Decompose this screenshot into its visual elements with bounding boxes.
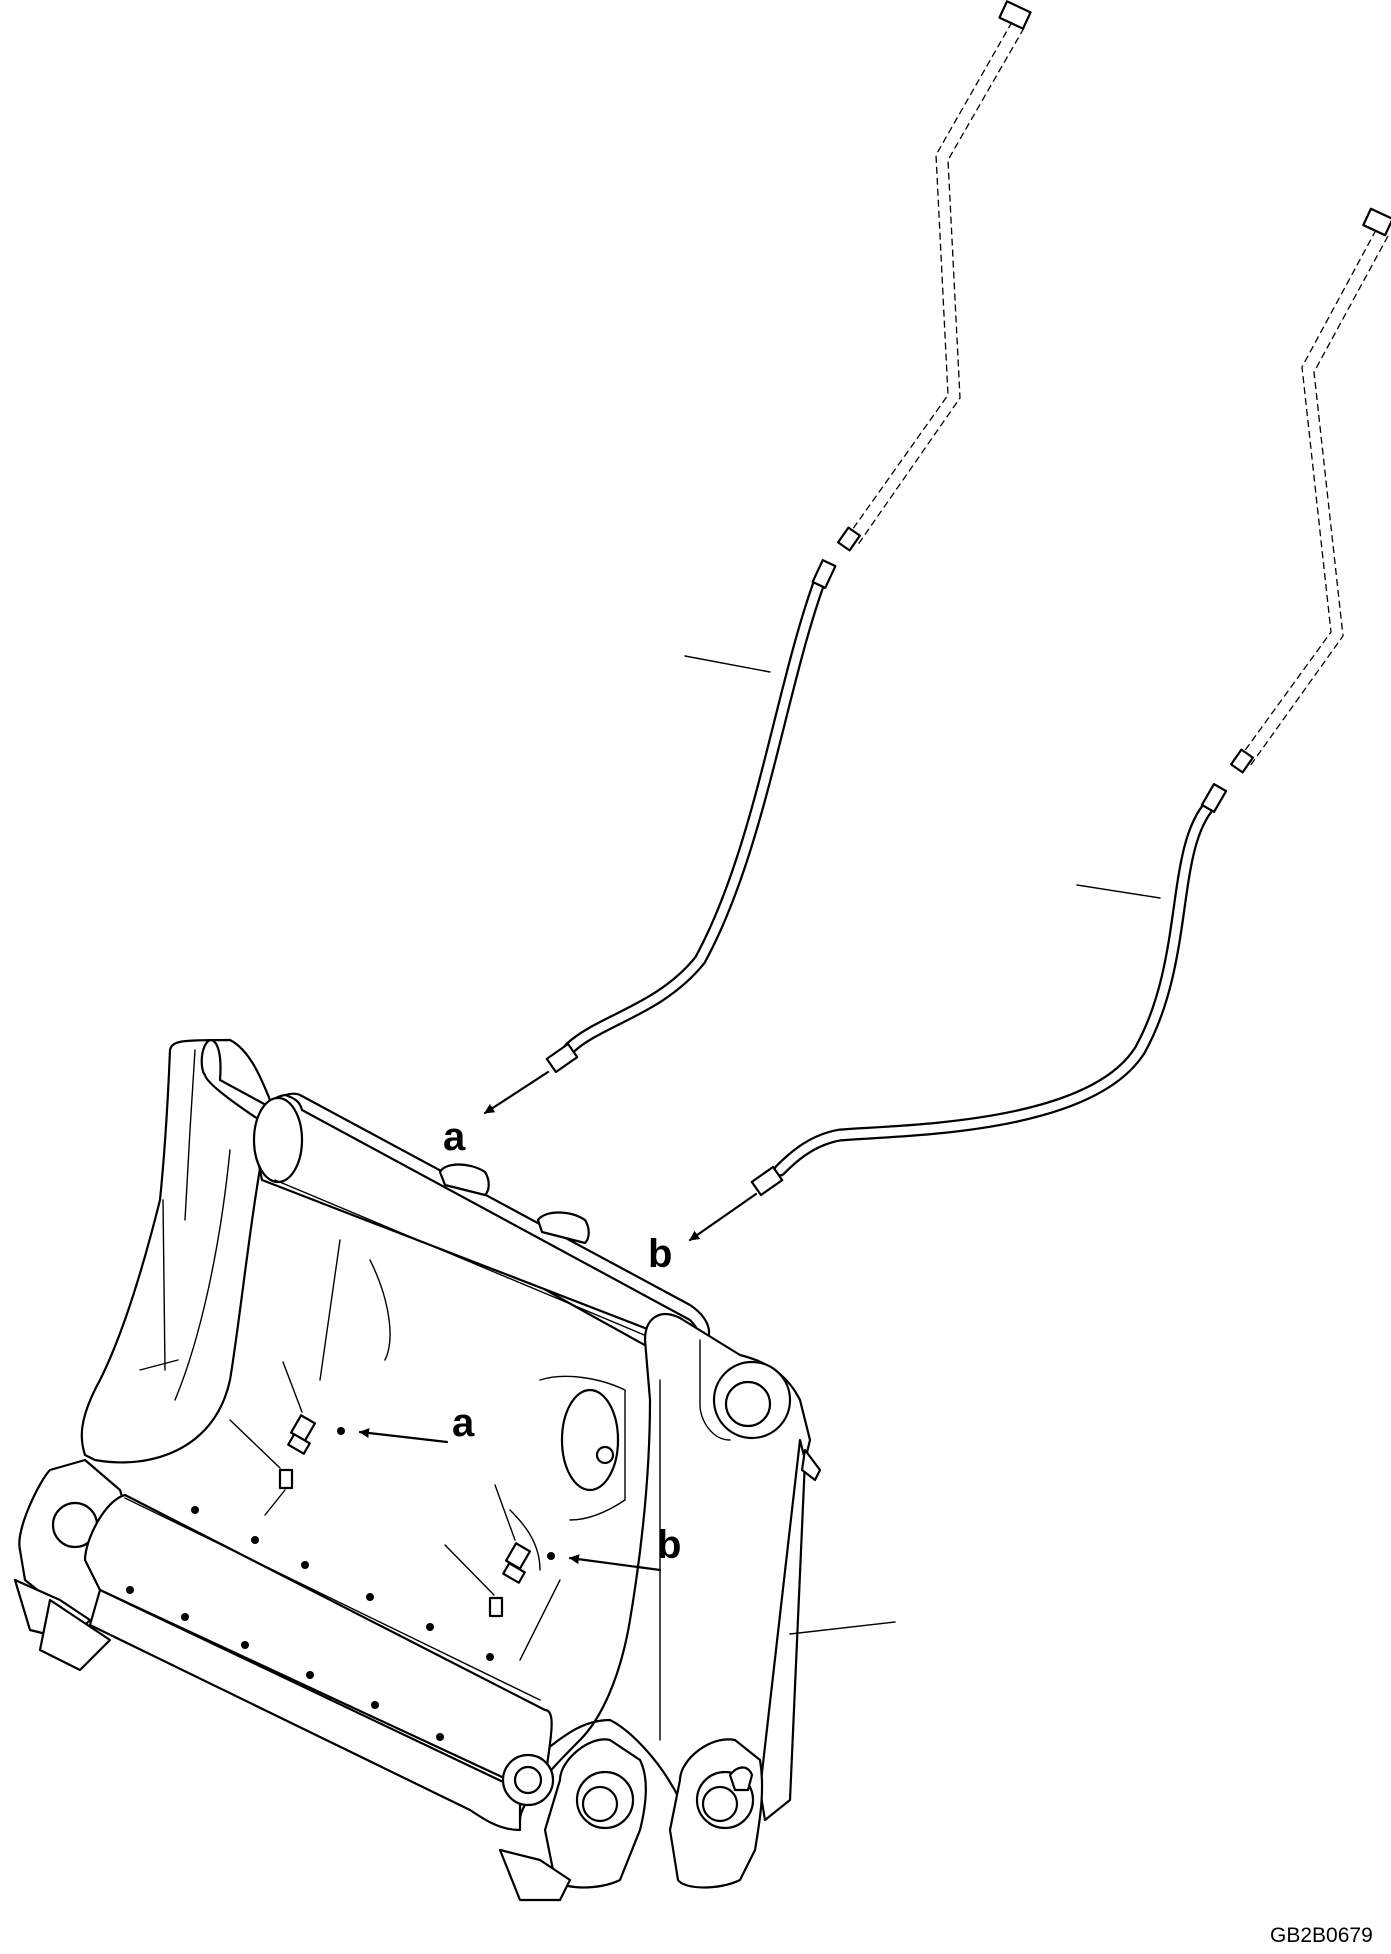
hose-1 bbox=[545, 559, 837, 1074]
arrow-a-upper bbox=[483, 1070, 550, 1115]
fitting-assembly-a bbox=[229, 1361, 345, 1516]
figure-code: GB2B0679 bbox=[1270, 1924, 1373, 1947]
fitting-a-leader-1 bbox=[282, 1361, 303, 1413]
frame-leader-line bbox=[789, 1621, 896, 1635]
hose-2-leader-line bbox=[1076, 884, 1161, 899]
callout-a-upper: a bbox=[443, 1115, 466, 1159]
fitting-a-leader-2 bbox=[229, 1419, 281, 1469]
callout-a-lower: a bbox=[452, 1401, 475, 1445]
arrow-b-lower bbox=[568, 1554, 662, 1572]
hose-1-leader-line bbox=[684, 655, 771, 673]
callout-b-upper: b bbox=[648, 1232, 672, 1276]
callout-b-lower: b bbox=[657, 1523, 681, 1567]
tube-line-1-dashed bbox=[837, 0, 1032, 552]
hose-2 bbox=[750, 783, 1228, 1197]
front-plate-bolts bbox=[126, 1506, 494, 1741]
quick-coupler-frame bbox=[13, 1038, 822, 1902]
arrow-a-lower bbox=[358, 1428, 449, 1444]
fitting-b-leader-2 bbox=[444, 1544, 495, 1596]
tube-line-2-dashed bbox=[1230, 207, 1391, 774]
arrow-b-upper bbox=[688, 1192, 758, 1242]
fitting-b-leader-1 bbox=[494, 1484, 516, 1541]
fitting-assembly-b bbox=[444, 1484, 555, 1618]
